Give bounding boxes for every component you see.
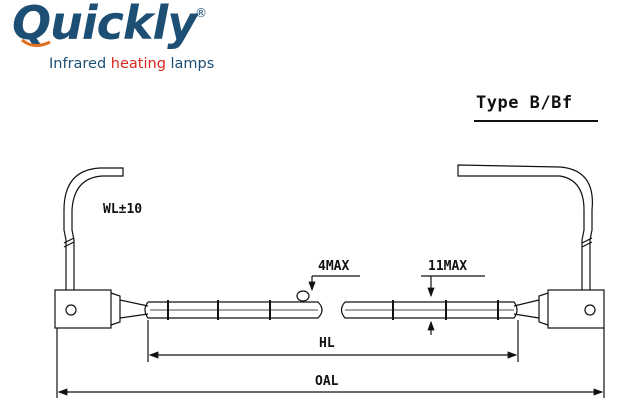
tagline-end: lamps: [165, 56, 215, 72]
registered-mark: ®: [195, 6, 207, 20]
label-oal: OAL: [315, 374, 339, 389]
label-hl: HL: [319, 336, 335, 351]
leader-4max: [308, 275, 360, 292]
logo: Quickly ® Infrared heating lamps: [12, 0, 252, 84]
left-end-cap: [54, 289, 149, 329]
tube-right-segment: [340, 300, 518, 320]
right-end-cap: [513, 289, 605, 329]
left-lead-wire: [63, 167, 124, 290]
type-label: Type B/Bf: [476, 93, 573, 113]
dimension-hl: [147, 320, 519, 362]
brand-name: Quickly: [12, 0, 197, 46]
tube-left-segment: [144, 290, 323, 320]
dimension-oal: [56, 328, 605, 398]
leader-11max: [421, 275, 485, 335]
tagline: Infrared heating lamps: [49, 56, 214, 72]
tagline-start: Infrared: [49, 56, 111, 72]
label-11max: 11MAX: [428, 259, 467, 274]
label-wl: WL±10: [103, 202, 142, 217]
type-underline: [474, 120, 598, 122]
brand-initial: Q: [12, 0, 51, 50]
label-4max: 4MAX: [318, 259, 349, 274]
brand-rest: uickly: [50, 0, 197, 50]
right-lead-wire: [457, 164, 593, 290]
tagline-highlight: heating: [110, 56, 166, 72]
